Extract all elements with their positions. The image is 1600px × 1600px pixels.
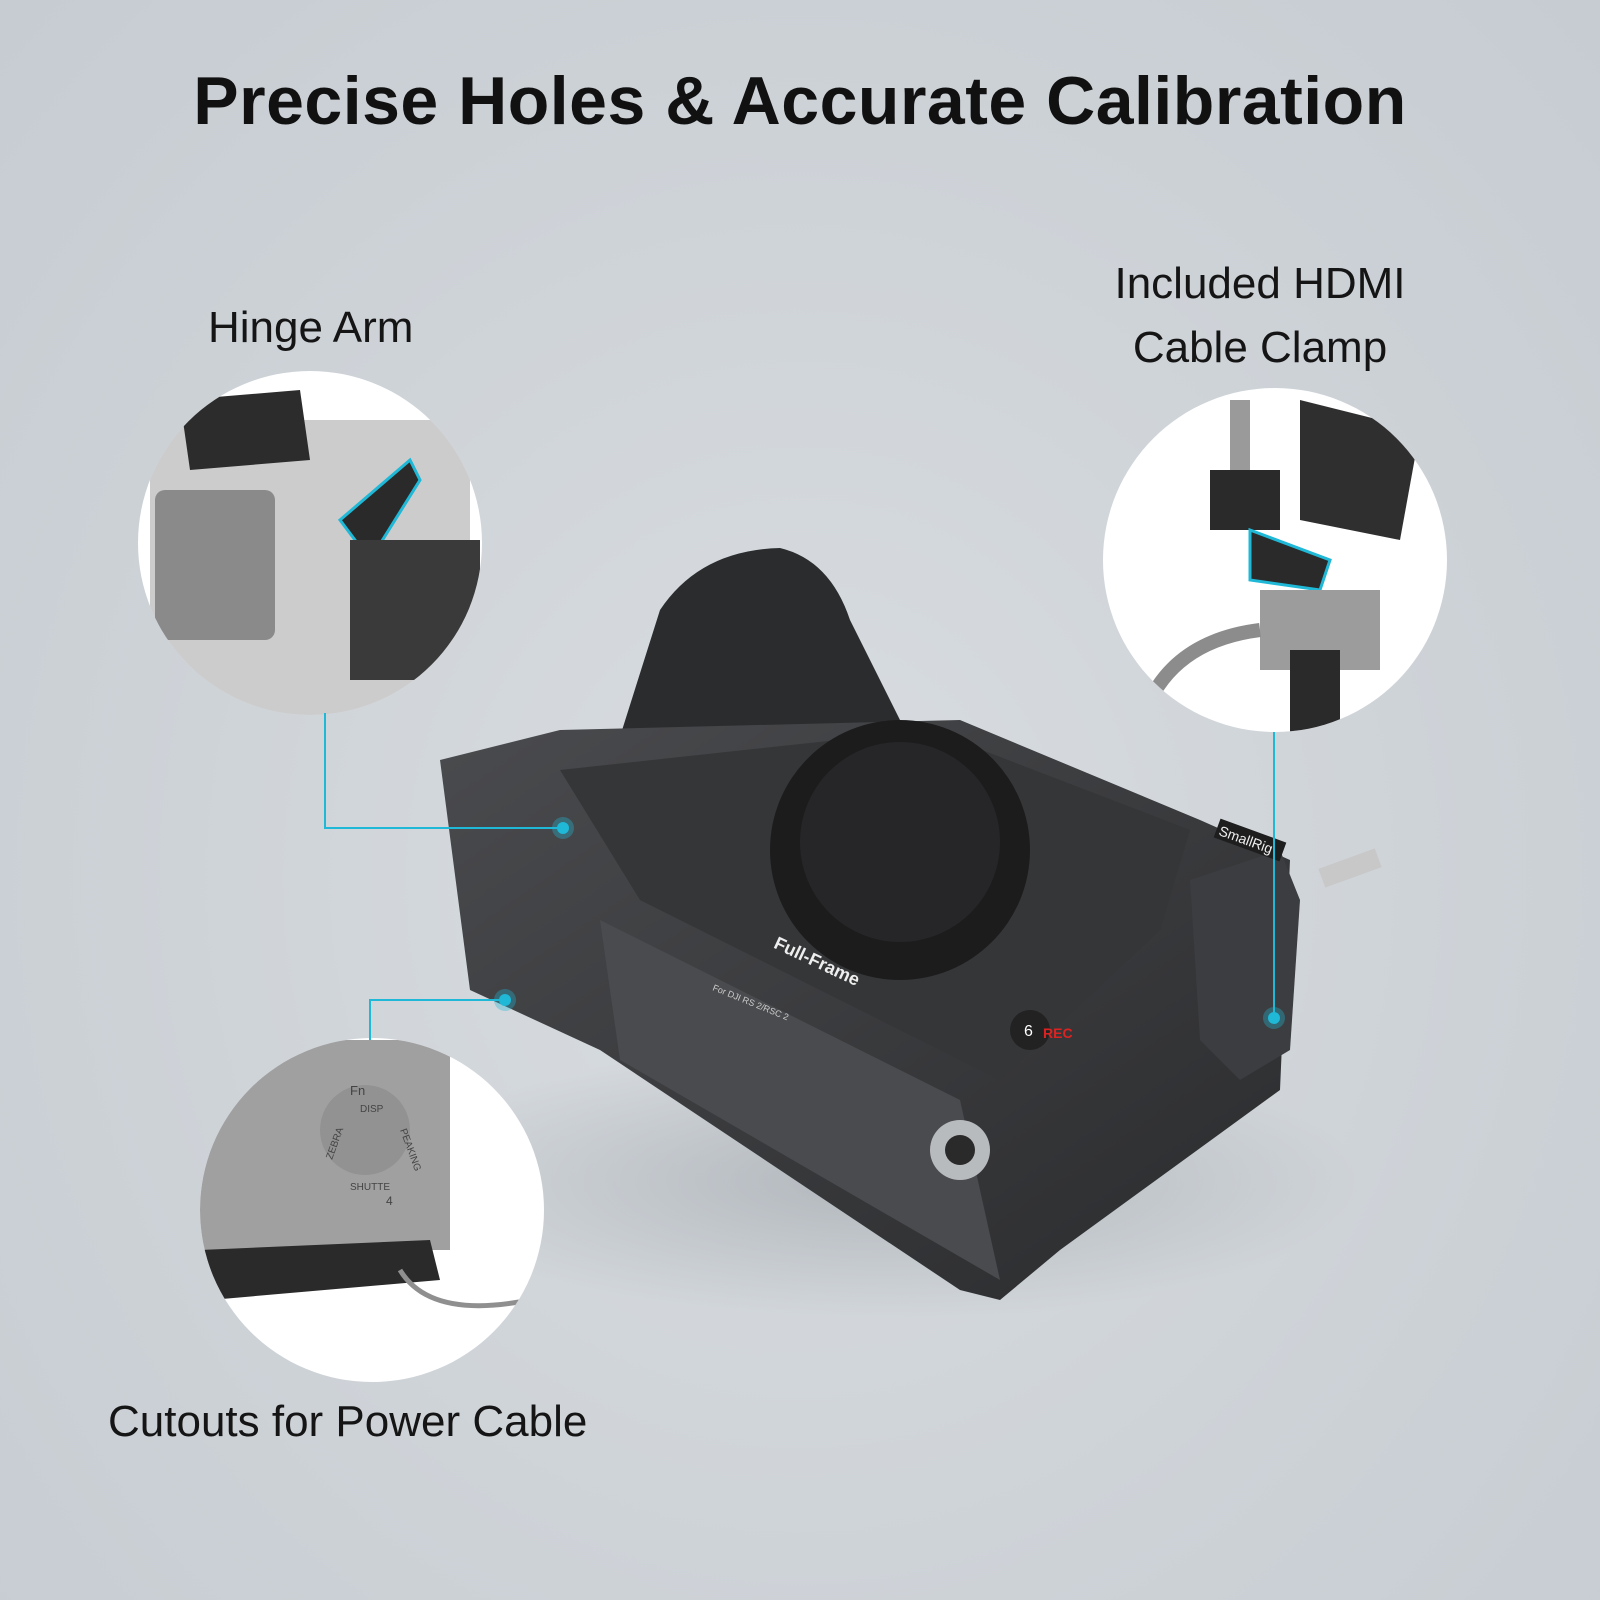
dial-label-4: 4 (386, 1194, 393, 1208)
dial-label-shutter: SHUTTE (350, 1182, 390, 1193)
leader-lines (324, 713, 1275, 1040)
label-power-cable: Cutouts for Power Cable (108, 1397, 588, 1446)
button-number: 6 (1024, 1023, 1033, 1040)
detail-circle-hinge-arm (138, 371, 482, 715)
rec-label: REC (1043, 1025, 1073, 1041)
leader-line-power (369, 999, 505, 1040)
detail-circle-hdmi-clamp (1103, 388, 1447, 732)
camera-cage: SmallRig Full-Frame REC 6 For DJI RS 2/R… (400, 548, 1382, 1320)
detail-circle-power-cable: Fn DISP PEAKING SHUTTE ZEBRA 4 (200, 1038, 544, 1382)
dial-label-fn: Fn (350, 1083, 365, 1098)
rec-button (1010, 1010, 1050, 1050)
label-hdmi-line1: Included HDMI (1114, 259, 1406, 308)
marker-dot-power (499, 994, 511, 1006)
marker-dot-hdmi (1268, 1012, 1280, 1024)
label-hinge-arm: Hinge Arm (208, 303, 414, 352)
label-hdmi-line2: Cable Clamp (1132, 323, 1388, 372)
label-hdmi-clamp: Included HDMI Cable Clamp (1100, 252, 1420, 380)
marker-dot-hinge (557, 822, 569, 834)
page-title: Precise Holes & Accurate Calibration (193, 63, 1407, 139)
dial-label-disp: DISP (360, 1104, 384, 1115)
leader-line-hinge (324, 713, 563, 829)
